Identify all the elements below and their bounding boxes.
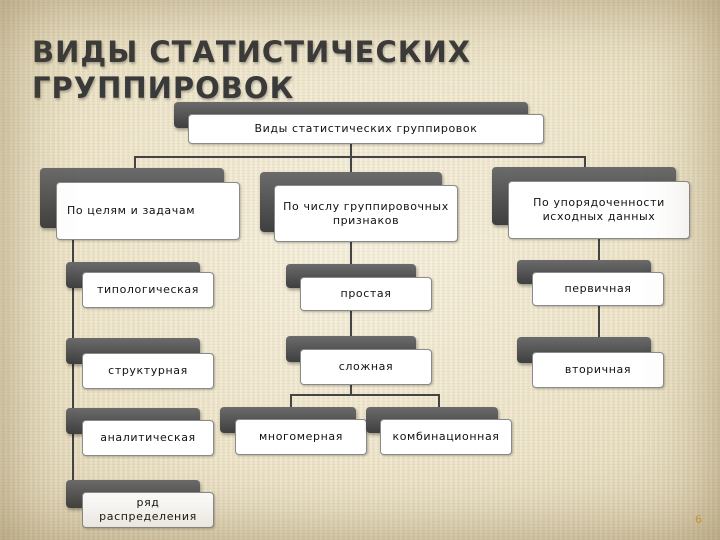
slide-title: ВИДЫ СТАТИСТИЧЕСКИХ ГРУППИРОВОК [32, 34, 471, 106]
connector-top-horizontal [134, 156, 586, 158]
connector-spine-3b [598, 306, 600, 340]
sub-child-1: многомерная [235, 419, 367, 455]
child-1-3: аналитическая [82, 420, 214, 456]
child-2-1: простая [300, 277, 432, 311]
connector-root-down [350, 143, 352, 157]
connector-to-branch-3 [584, 156, 586, 170]
child-1-1: типологическая [82, 272, 214, 308]
connector-spine-2b [350, 310, 352, 340]
child-1-4: ряд распределения [82, 492, 214, 528]
slide-title-line-1: ВИДЫ СТАТИСТИЧЕСКИХ [32, 35, 472, 69]
child-3-2: вторичная [532, 352, 664, 388]
sub-child-2: комбинационная [380, 419, 512, 455]
connector-sub-down [350, 385, 352, 395]
connector-spine-2 [350, 241, 352, 265]
root-node: Виды статистических группировок [188, 114, 544, 144]
branch-node-2: По числу группировочных признаков [274, 185, 458, 242]
branch-node-3: По упорядоченности исходных данных [508, 181, 690, 239]
child-1-2: структурная [82, 353, 214, 389]
connector-sub-left [290, 394, 292, 408]
page-number: 6 [695, 513, 702, 526]
connector-sub-horizontal [290, 394, 440, 396]
connector-to-branch-2 [350, 156, 352, 174]
connector-sub-right [438, 394, 440, 408]
connector-to-branch-1 [134, 156, 136, 170]
connector-spine-3 [598, 237, 600, 261]
child-2-2: сложная [300, 349, 432, 385]
slide-title-line-2: ГРУППИРОВОК [32, 71, 295, 105]
child-3-1: первичная [532, 272, 664, 306]
branch-node-1: По целям и задачам [56, 182, 240, 240]
